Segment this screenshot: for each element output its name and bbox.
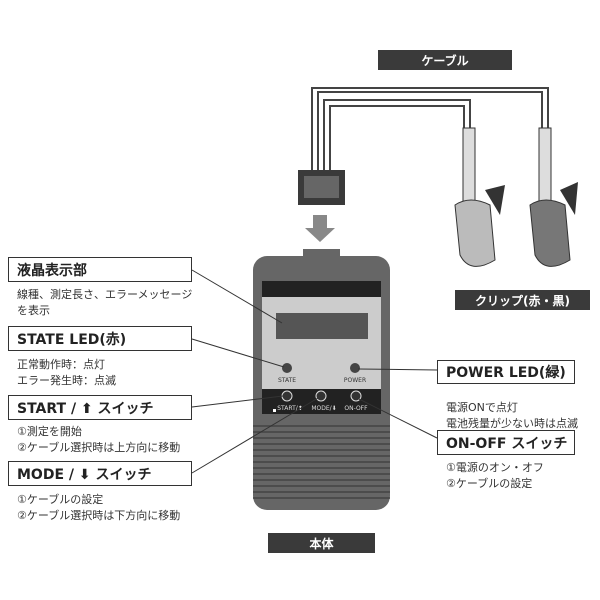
svg-text:STATE: STATE [278,377,296,384]
state-led-callout-title: STATE LED(赤) [8,326,192,351]
power-led-callout-title: POWER LED(緑) [437,360,575,384]
cable-label: ケーブル [378,50,512,70]
clip-label: クリップ(赤・黒) [455,290,590,310]
lcd-bezel [262,281,381,297]
lcd-screen [276,313,368,339]
lcd-callout-desc: 線種、測定長さ、エラーメッセージを表示 [17,288,193,317]
start-callout-title: START / ⬆ スイッチ [8,395,192,420]
power-led [350,363,360,373]
leader-lines [191,269,438,474]
body-label: 本体 [268,533,375,553]
start-button[interactable] [281,390,293,402]
onoff-button[interactable] [350,390,362,402]
mode-button[interactable] [315,390,327,402]
device-top-tab [303,249,340,259]
lcd-callout-title: 液晶表示部 [8,257,192,282]
led-panel [262,366,381,392]
cable-wires [311,87,549,172]
clip-red-icon [454,127,505,267]
power-led-callout-desc: 電源ONで点灯電池残量が少ない時は点滅 [446,401,578,430]
svg-text:POWER: POWER [344,377,366,384]
clip-black-icon [529,127,578,267]
cable-connector-icon [298,170,345,205]
onoff-callout-title: ON-OFF スイッチ [437,430,575,455]
grip-ribs [253,425,390,499]
svg-text:START/⬆: START/⬆ [277,405,303,412]
arrow-down-icon [305,215,335,242]
state-led-callout-desc: 正常動作時：点灯エラー発生時：点滅 [17,358,116,387]
mode-callout-title: MODE / ⬇ スイッチ [8,461,192,486]
state-led [282,363,292,373]
svg-text:MODE/⬇: MODE/⬇ [311,405,336,412]
svg-text:ON-OFF: ON-OFF [344,405,368,412]
